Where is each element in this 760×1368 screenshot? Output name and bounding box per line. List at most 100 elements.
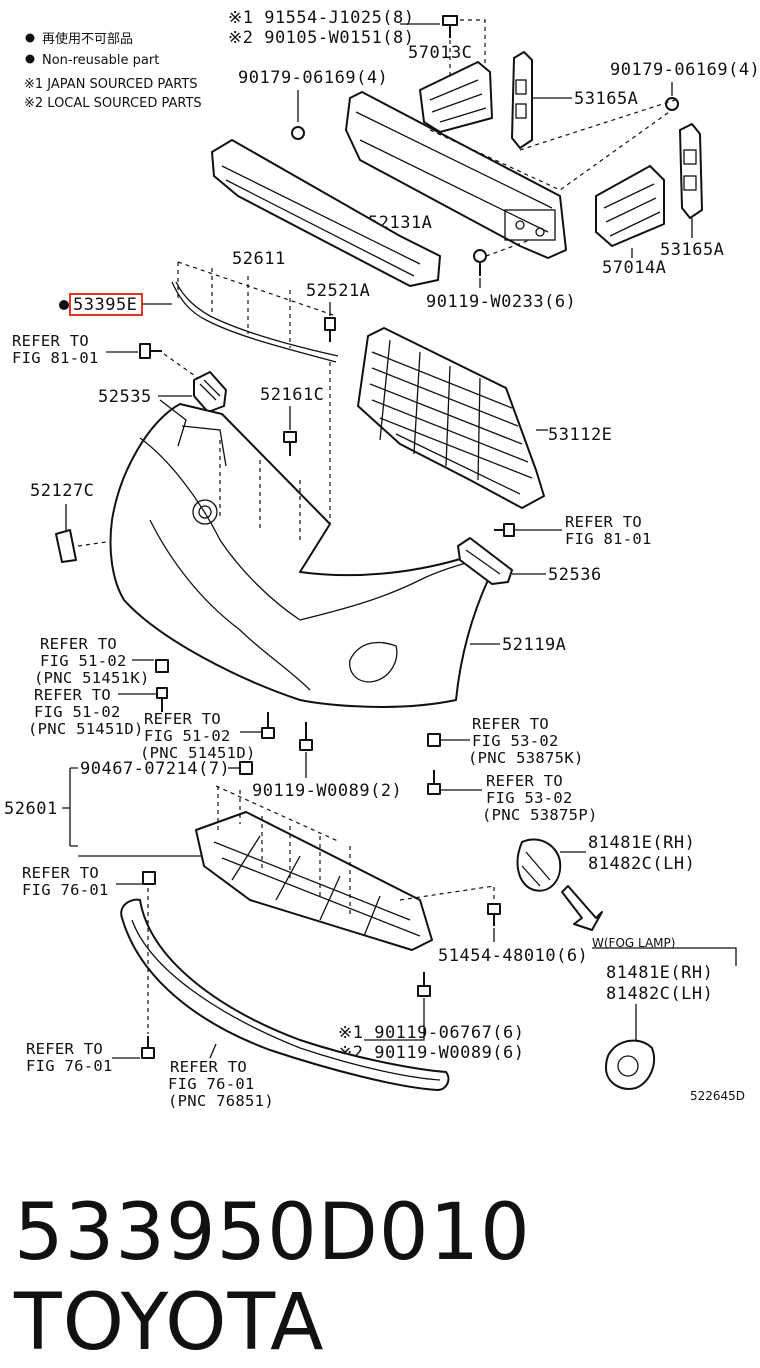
bolt-90119-w0089-2: [299, 722, 313, 751]
bracket-52536: [457, 537, 513, 585]
clip-ref-76-01-top: [142, 871, 156, 885]
retainer-57013c: [419, 61, 493, 133]
legend-jp: 再使用不可部品: [42, 31, 133, 47]
label-90119-w0233: 90119-W0233(6): [426, 292, 576, 312]
nut-90179-right: [665, 97, 679, 111]
ref-3-line3: (PNC 51451K): [34, 669, 150, 687]
non-reusable-bullet-icon: [25, 33, 35, 43]
ref-6-line3: (PNC 53875K): [468, 749, 584, 767]
ref-5-line1: REFER TO: [144, 710, 221, 728]
ref-7-line2: FIG 53-02: [486, 789, 573, 807]
label-fog-lamp: W(FOG LAMP): [592, 936, 675, 950]
legend-note-2: ※2 LOCAL SOURCED PARTS: [24, 96, 202, 111]
label-57013c: 57013C: [408, 43, 472, 63]
diagram-canvas: 再使用不可部品 Non-reusable part ※1 JAPAN SOURC…: [4, 8, 760, 1110]
part-number: 533950D010: [14, 1188, 531, 1278]
cover-52127c: [55, 529, 77, 563]
brand-name: TOYOTA: [14, 1278, 325, 1368]
label-57014a: 57014A: [602, 258, 666, 278]
ref-7-line1: REFER TO: [486, 772, 563, 790]
ref-9-line2: FIG 76-01: [26, 1057, 113, 1075]
ref-8-line1: REFER TO: [22, 864, 99, 882]
ref-3-line2: FIG 51-02: [40, 652, 127, 670]
bumper-cover-52119a: [109, 399, 493, 708]
bracket-53165a-top: [511, 51, 533, 149]
reinforcement-52131a: [345, 91, 567, 259]
label-53165a-top: 53165A: [574, 89, 638, 109]
bracket-52535: [193, 371, 227, 413]
clip-51454: [487, 903, 501, 926]
label-52161c: 52161C: [260, 385, 324, 405]
label-90119-w0089-2: 90119-W0089(2): [252, 781, 402, 801]
clip-52161c: [283, 431, 297, 456]
ref-4-line2: FIG 51-02: [34, 703, 121, 721]
fog-lamp-cover: [605, 1039, 655, 1090]
ref-5-line2: FIG 51-02: [144, 727, 231, 745]
absorber-52611: [211, 139, 441, 287]
label-90179-right: 90179-06169(4): [610, 60, 760, 80]
non-reusable-marker-icon: [59, 300, 69, 310]
label-52536: 52536: [548, 565, 602, 585]
label-90179-left: 90179-06169(4): [238, 68, 388, 88]
ref-6-line1: REFER TO: [472, 715, 549, 733]
nut-90179-left: [291, 126, 305, 140]
label-53165a-bottom: 53165A: [660, 240, 724, 260]
bolt-90119-06767: [417, 972, 431, 997]
clip-53875k: [427, 733, 441, 747]
bracket-53165a-bottom: [679, 123, 703, 219]
label-52611: 52611: [232, 249, 286, 269]
ref-4-line3: (PNC 51451D): [28, 720, 144, 738]
grille-53112e: [357, 327, 545, 509]
label-91554: ※1 91554-J1025(8): [228, 8, 415, 28]
label-52521a: 52521A: [306, 281, 370, 301]
label-52535: 52535: [98, 387, 152, 407]
ref-5-line3: (PNC 51451D): [140, 744, 256, 762]
footer: 533950D010 TOYOTA: [14, 1188, 754, 1368]
ref-2-line2: FIG 81-01: [565, 530, 652, 548]
label-51454: 51454-48010(6): [438, 946, 588, 966]
ref-1-line2: FIG 81-01: [12, 349, 99, 367]
label-52127c: 52127C: [30, 481, 94, 501]
screw-51451d-left: [156, 687, 168, 712]
fog-cover-81481e: [516, 838, 562, 892]
clip-90467: [239, 761, 253, 775]
retainer-57014a: [595, 165, 665, 247]
diagram-code: 522645D: [690, 1089, 745, 1103]
ref-10-line2: FIG 76-01: [168, 1075, 255, 1093]
parts-diagram: 再使用不可部品 Non-reusable part ※1 JAPAN SOURC…: [4, 8, 760, 1368]
label-81481e-rh-bottom: 81481E(RH): [606, 963, 713, 983]
ref-4-line1: REFER TO: [34, 686, 111, 704]
ref-10-line3: (PNC 76851): [168, 1092, 274, 1110]
clip-51451k: [155, 659, 169, 673]
label-90119-w0089-6: ※2 90119-W0089(6): [338, 1043, 525, 1063]
ref-2-line1: REFER TO: [565, 513, 642, 531]
undercover-52601: [195, 811, 433, 951]
ref-1-line1: REFER TO: [12, 332, 89, 350]
label-52601: 52601: [4, 799, 58, 819]
ref-6-line2: FIG 53-02: [472, 732, 559, 750]
label-53395e: 53395E: [73, 295, 137, 315]
bolt-91554: [442, 15, 458, 38]
label-53112e: 53112E: [548, 425, 612, 445]
label-90105: ※2 90105-W0151(8): [228, 28, 415, 48]
ref-10-line1: REFER TO: [170, 1058, 247, 1076]
label-90467: 90467-07214(7): [80, 759, 230, 779]
arrow-icon: [561, 885, 603, 931]
clip-52521a: [324, 317, 336, 342]
screw-ref-76-01-bottom: [141, 1036, 155, 1059]
ref-3-line1: REFER TO: [40, 635, 117, 653]
legend-en: Non-reusable part: [42, 53, 159, 68]
bolt-90119-w0233: [473, 249, 487, 276]
ref-7-line3: (PNC 53875P): [482, 806, 598, 824]
non-reusable-bullet-icon: [25, 54, 35, 64]
screw-53875p: [427, 770, 441, 795]
label-81482c-lh-bottom: 81482C(LH): [606, 984, 713, 1004]
label-52119a: 52119A: [502, 635, 566, 655]
screw-ref-81-01-left: [139, 343, 162, 359]
seal-53395e: [171, 281, 339, 363]
label-90119-06767: ※1 90119-06767(6): [338, 1023, 525, 1043]
screw-51451d-right: [261, 712, 275, 739]
lower-spoiler: [120, 898, 450, 1091]
ref-9-line1: REFER TO: [26, 1040, 103, 1058]
screw-ref-81-01-right: [494, 523, 515, 537]
